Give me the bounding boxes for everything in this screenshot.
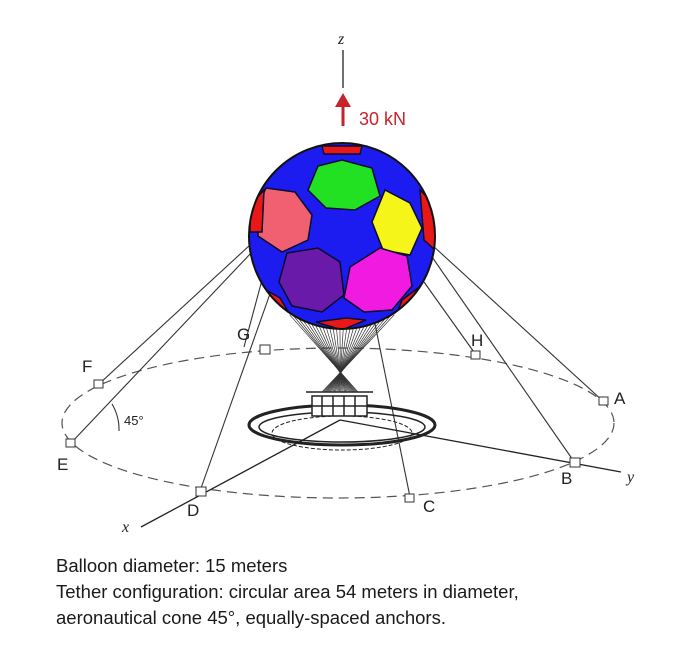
- gondola: [306, 391, 373, 417]
- anchor-label-a: A: [614, 389, 626, 408]
- anchor-marker-d: [195, 486, 207, 497]
- suspension-line: [304, 313, 352, 393]
- axis-label-z: z: [337, 31, 345, 48]
- suspension-line: [292, 314, 357, 393]
- caption-balloon-diameter: Balloon diameter: 15 meters: [56, 555, 288, 576]
- anchor-marker-a: [598, 396, 609, 406]
- suspension-line: [294, 313, 356, 393]
- suspension-line: [327, 313, 383, 393]
- balloon-panel-purple: [278, 247, 345, 313]
- balloon-panel-yellow: [371, 188, 423, 256]
- anchor-circle: [61, 347, 615, 499]
- caption-tether-configuration: Tether configuration: circular area 54 m…: [56, 581, 519, 602]
- anchor-marker-f: [93, 379, 104, 389]
- anchor-label-d: D: [187, 501, 199, 520]
- balloon-panel-red-top: [321, 145, 363, 155]
- anchor-marker-c: [404, 493, 415, 503]
- suspension-line: [298, 313, 355, 393]
- anchor-marker-b: [569, 457, 581, 468]
- suspension-line: [301, 313, 353, 393]
- anchor-label-g: G: [237, 325, 250, 344]
- suspension-line: [323, 314, 392, 393]
- balloon-panel-red-bottom: [315, 317, 367, 329]
- lift-force-arrow: [335, 93, 351, 126]
- caption-cone-anchors: aeronautical cone 45°, equally-spaced an…: [56, 607, 446, 628]
- axis-label-x: x: [121, 519, 129, 536]
- anchor-label-c: C: [423, 497, 435, 516]
- suspension-line: [321, 314, 395, 393]
- diagram-caption: Balloon diameter: 15 meters Tether confi…: [56, 553, 676, 631]
- anchor-label-b: B: [561, 469, 572, 488]
- anchor-label-f: F: [82, 357, 92, 376]
- anchor-marker-h: [470, 350, 481, 360]
- anchor-marker-e: [65, 438, 76, 448]
- balloon-panel-green: [307, 159, 381, 211]
- anchor-markers: [65, 344, 609, 503]
- balloon-panel-magenta: [343, 247, 413, 313]
- balloon-sphere: [248, 142, 436, 330]
- suspension-line: [324, 313, 390, 393]
- lift-force-label: 30 kN: [359, 109, 406, 129]
- anchor-label-h: H: [471, 331, 483, 350]
- suspension-line: [328, 313, 379, 393]
- suspension-line: [289, 314, 359, 393]
- cone-angle-label: 45°: [124, 413, 144, 428]
- suspension-line: [325, 313, 386, 393]
- anchor-label-e: E: [57, 455, 68, 474]
- axis-label-y: y: [625, 469, 635, 486]
- anchor-marker-g: [259, 344, 271, 355]
- cone-angle-arc: [111, 403, 120, 432]
